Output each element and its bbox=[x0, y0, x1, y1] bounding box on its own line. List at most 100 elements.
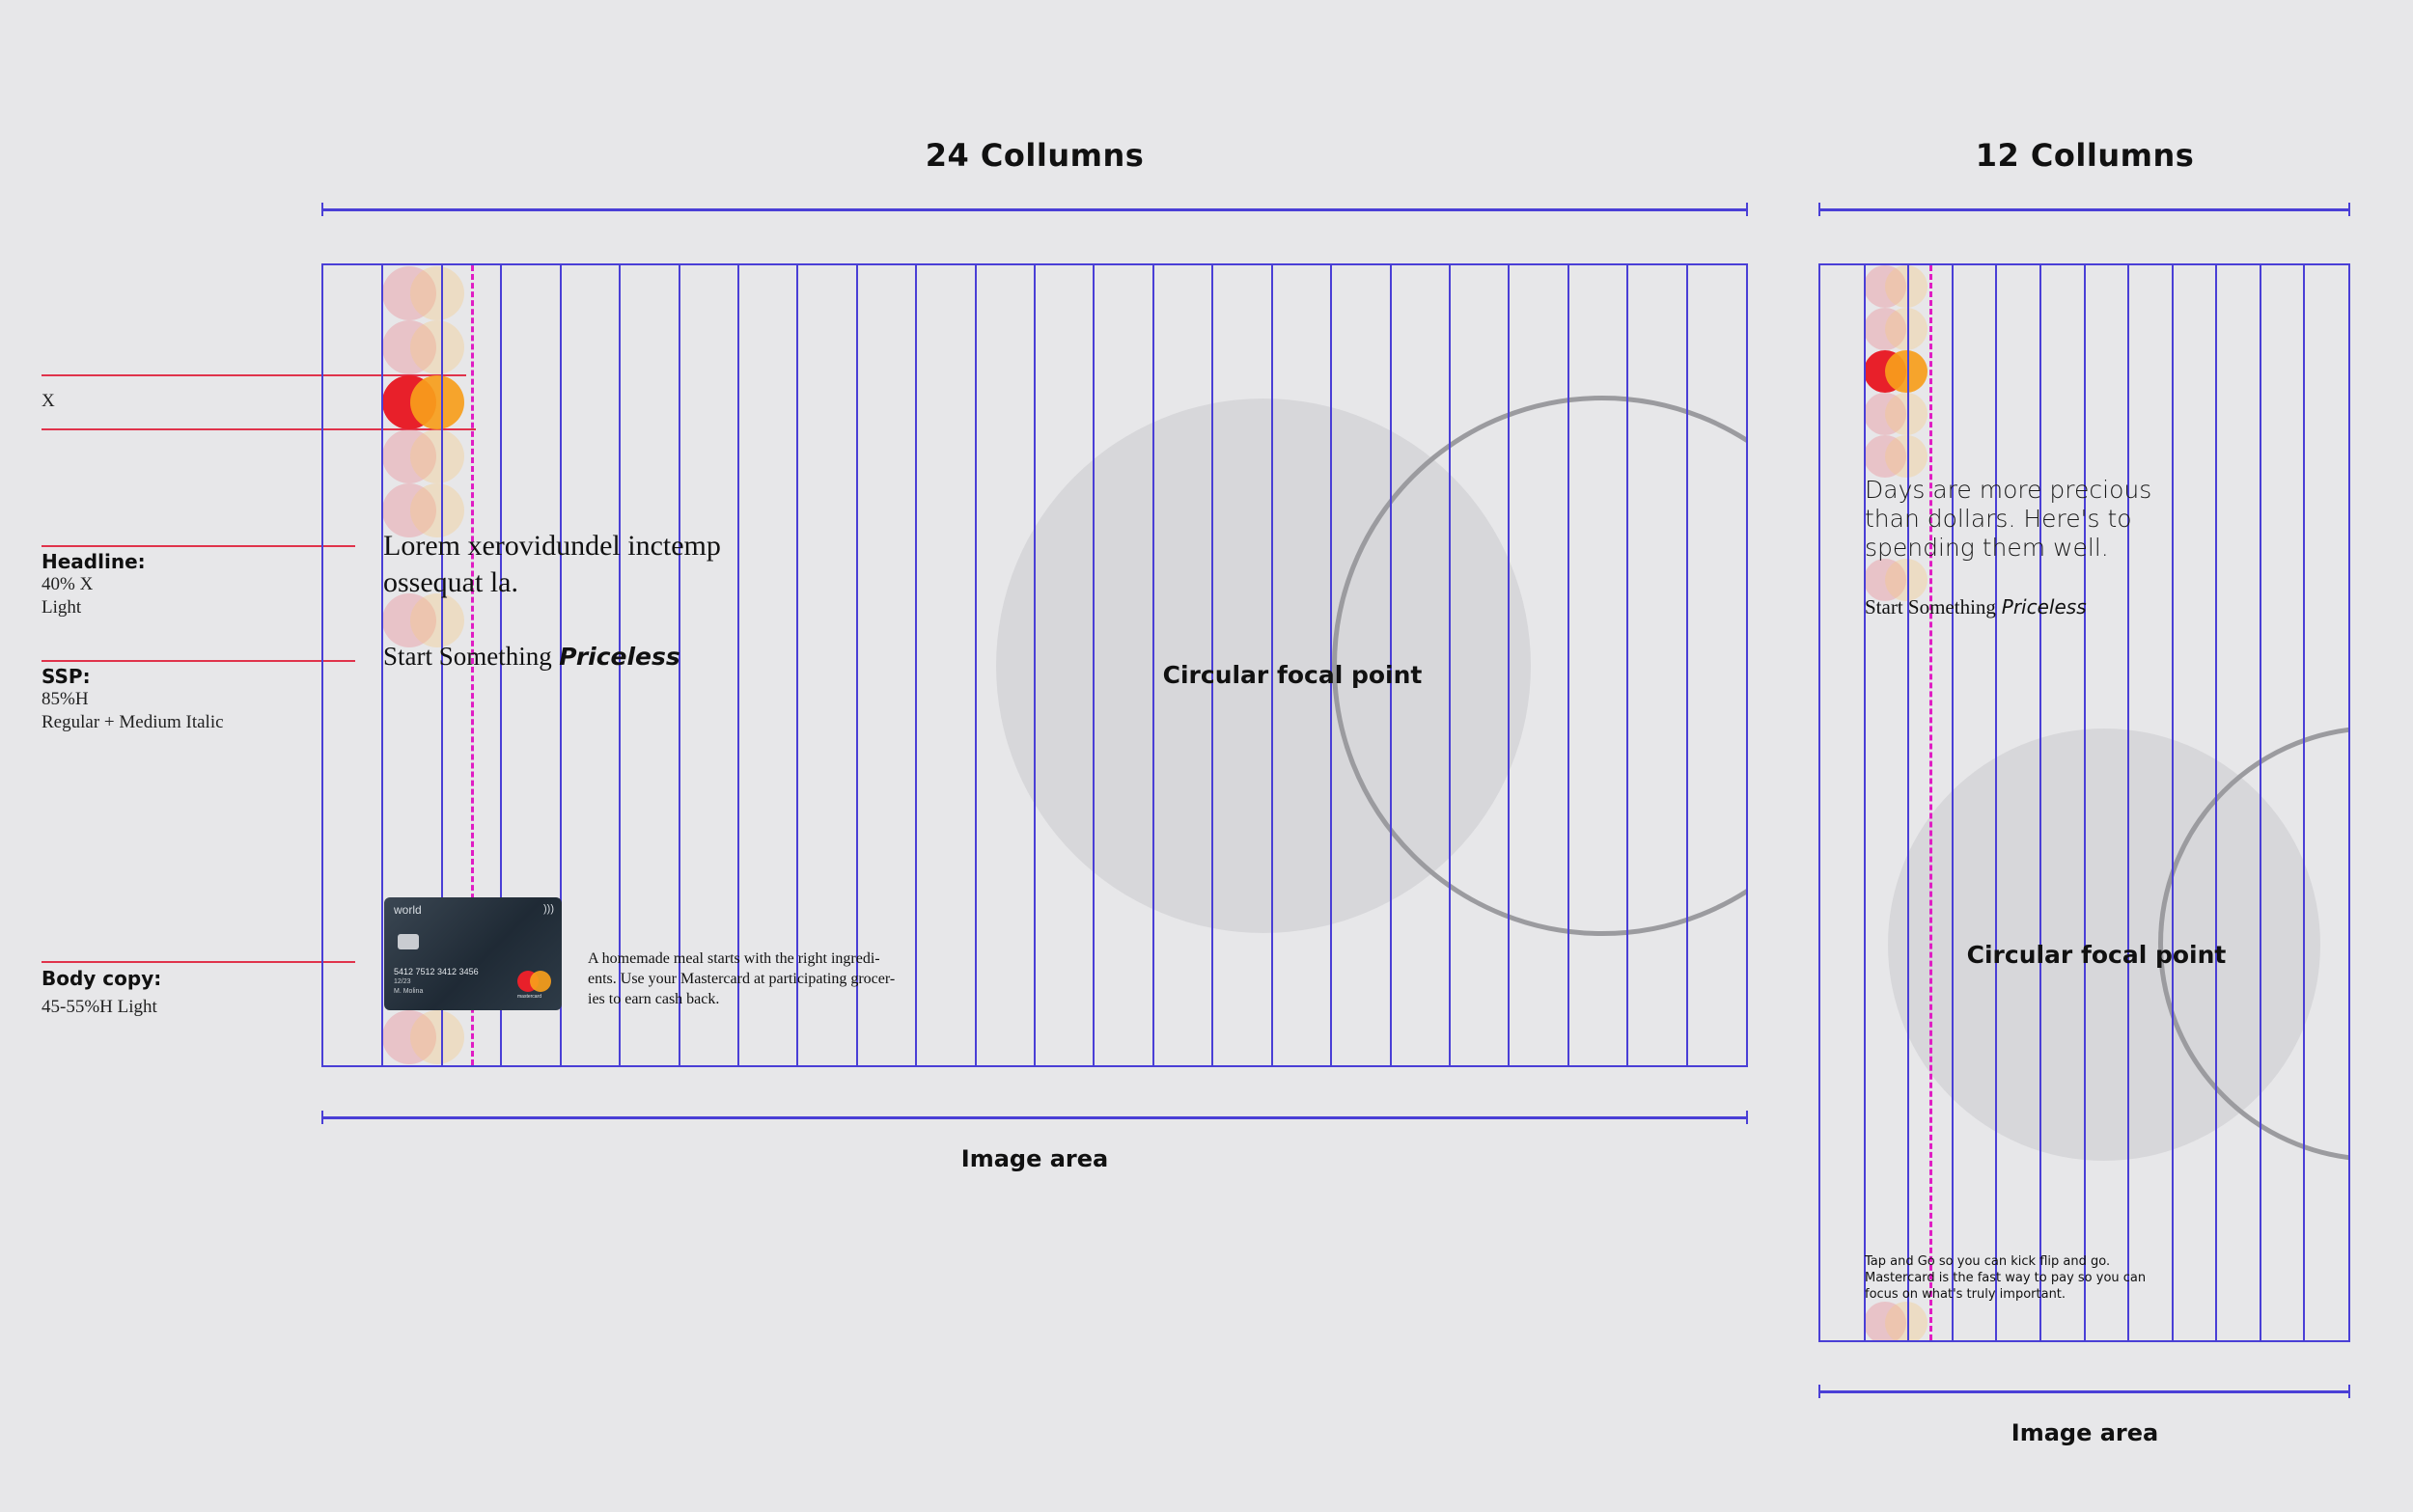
wide-headline: Lorem xerovidundel inctemp ossequat la. bbox=[383, 528, 721, 601]
x-bottom-rule bbox=[42, 428, 476, 430]
card-holder: M. Molina bbox=[394, 988, 424, 995]
guide-circle bbox=[1885, 1302, 1928, 1340]
narrow-body-line: focus on what's truly important. bbox=[1865, 1287, 2066, 1302]
x-label: X bbox=[42, 391, 55, 411]
logo-center-guide bbox=[1928, 265, 1932, 1340]
body-copy-annotation-label: Body copy: bbox=[42, 967, 162, 990]
column-line bbox=[381, 265, 384, 1065]
column-line bbox=[2259, 265, 2261, 1340]
column-line bbox=[1508, 265, 1511, 1065]
card-chip-icon bbox=[398, 934, 419, 949]
wide-image-area: Lorem xerovidundel inctemp ossequat la. … bbox=[321, 263, 1748, 1067]
narrow-headline-line: than dollars. Here's to bbox=[1865, 505, 2132, 533]
headline-annotation-size: 40% X bbox=[42, 574, 94, 594]
column-line bbox=[1270, 265, 1273, 1065]
column-line bbox=[1685, 265, 1688, 1065]
guide-circle bbox=[1885, 265, 1928, 308]
headline-annotation-weight: Light bbox=[42, 597, 82, 618]
guide-circle bbox=[1885, 308, 1928, 350]
guide-circle bbox=[1885, 393, 1928, 435]
column-line bbox=[1211, 265, 1214, 1065]
narrow-ssp-italic: Priceless bbox=[2001, 595, 2087, 619]
card-brand: world bbox=[394, 903, 422, 917]
column-line bbox=[1034, 265, 1036, 1065]
card-expiry: 12/23 bbox=[394, 978, 411, 985]
column-line bbox=[855, 265, 858, 1065]
guide-circle bbox=[410, 483, 464, 537]
wide-width-dimension-line bbox=[321, 203, 1748, 216]
wide-ssp-regular: Start Something bbox=[383, 642, 552, 671]
ssp-rule bbox=[42, 660, 355, 662]
mastercard-yellow-circle bbox=[410, 375, 464, 429]
narrow-headline-line: Days are more precious bbox=[1865, 476, 2152, 504]
column-line bbox=[1951, 265, 1954, 1340]
guide-circle bbox=[382, 266, 436, 320]
column-line bbox=[736, 265, 739, 1065]
guide-circle bbox=[1864, 1302, 1906, 1340]
narrow-image-area-dimension-line bbox=[1818, 1385, 2350, 1398]
card-logo-yellow-icon bbox=[530, 971, 551, 992]
narrow-focal-label: Circular focal point bbox=[1966, 941, 2227, 969]
contactless-icon: ))) bbox=[543, 903, 554, 915]
column-line bbox=[1995, 265, 1998, 1340]
headline-rule bbox=[42, 545, 355, 547]
ssp-annotation-weight: Regular + Medium Italic bbox=[42, 712, 224, 732]
guide-circle bbox=[382, 483, 436, 537]
wide-focal-label: Circular focal point bbox=[1162, 661, 1423, 689]
narrow-ssp-regular: Start Something bbox=[1865, 595, 1996, 619]
column-line bbox=[1567, 265, 1569, 1065]
guide-circle bbox=[382, 320, 436, 374]
column-line bbox=[2039, 265, 2041, 1340]
guide-circle bbox=[382, 429, 436, 483]
guide-circle bbox=[1885, 559, 1928, 601]
column-line bbox=[1863, 265, 1866, 1340]
x-top-rule bbox=[42, 374, 466, 376]
guide-circle bbox=[1864, 435, 1906, 478]
body-copy-annotation: Body copy: 45-55%H Light bbox=[42, 967, 161, 1019]
guide-circle bbox=[410, 1010, 464, 1064]
column-line bbox=[1330, 265, 1333, 1065]
narrow-headline: Days are more precious than dollars. Her… bbox=[1865, 476, 2151, 563]
wide-layout-title: 24 Collumns bbox=[925, 137, 1145, 174]
wide-body-copy: A homemade meal starts with the right in… bbox=[588, 948, 895, 1009]
column-line bbox=[2171, 265, 2174, 1340]
column-line bbox=[796, 265, 799, 1065]
column-line bbox=[1448, 265, 1451, 1065]
guide-circle bbox=[1864, 559, 1906, 601]
ssp-annotation: SSP: 85%H Regular + Medium Italic bbox=[42, 665, 224, 734]
guide-circle bbox=[410, 429, 464, 483]
narrow-body-line: Mastercard is the fast way to pay so you… bbox=[1865, 1271, 2147, 1285]
column-line bbox=[1907, 265, 1910, 1340]
narrow-headline-line: spending them well. bbox=[1865, 534, 2109, 562]
guide-circle bbox=[382, 1010, 436, 1064]
narrow-body-copy: Tap and Go so you can kick flip and go. … bbox=[1865, 1253, 2146, 1303]
headline-annotation: Headline: 40% X Light bbox=[42, 550, 146, 619]
column-line bbox=[2083, 265, 2086, 1340]
wide-ssp-italic: Priceless bbox=[559, 643, 680, 671]
column-line bbox=[1151, 265, 1154, 1065]
wide-body-line: A homemade meal starts with the right in… bbox=[588, 950, 880, 967]
headline-annotation-label: Headline: bbox=[42, 550, 146, 573]
column-line bbox=[2215, 265, 2218, 1340]
column-line bbox=[2127, 265, 2130, 1340]
column-line bbox=[2303, 265, 2306, 1340]
wide-image-area-dimension-line bbox=[321, 1111, 1748, 1124]
column-line bbox=[1389, 265, 1392, 1065]
column-line bbox=[1626, 265, 1629, 1065]
guide-circle bbox=[410, 593, 464, 647]
ssp-annotation-size: 85%H bbox=[42, 689, 89, 709]
narrow-image-area: Days are more precious than dollars. Her… bbox=[1818, 263, 2350, 1342]
card-network: mastercard bbox=[517, 994, 542, 1000]
body-copy-rule bbox=[42, 961, 355, 963]
logo-center-guide bbox=[470, 265, 474, 1065]
wide-body-line: ies to earn cash back. bbox=[588, 991, 720, 1007]
narrow-width-dimension-line bbox=[1818, 203, 2350, 216]
guide-circle bbox=[382, 593, 436, 647]
mastercard-world-card: world ))) 5412 7512 3412 3456 12/23 M. M… bbox=[384, 897, 562, 1010]
column-line bbox=[559, 265, 562, 1065]
column-line bbox=[500, 265, 503, 1065]
guide-circle bbox=[1864, 265, 1906, 308]
column-line bbox=[678, 265, 680, 1065]
wide-headline-line: ossequat la. bbox=[383, 566, 518, 598]
wide-ssp: Start Something Priceless bbox=[383, 642, 680, 672]
